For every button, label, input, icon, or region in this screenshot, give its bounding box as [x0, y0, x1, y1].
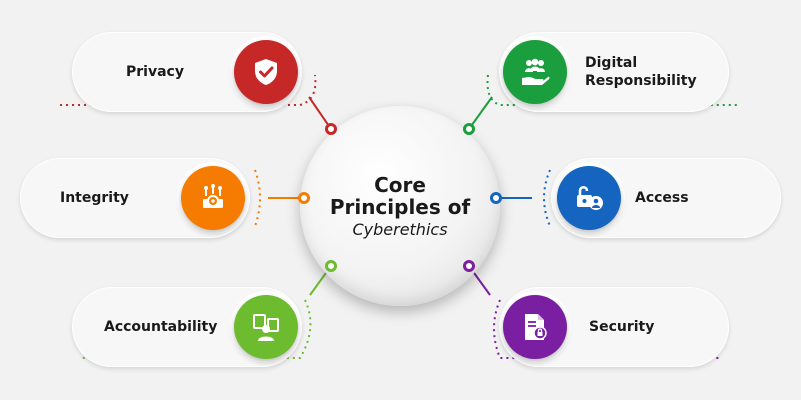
- shield-check-icon: [255, 59, 277, 85]
- digital-responsibility-dot: [463, 123, 475, 135]
- center-title-line1: Core: [374, 172, 426, 197]
- unlock-user-icon: [577, 186, 603, 210]
- security-dot: [463, 260, 475, 272]
- integrity-dot: [298, 192, 310, 204]
- center-circle: Core Principles of Cyberethics: [300, 106, 500, 306]
- person-documents-icon: [253, 314, 279, 341]
- access-dotted-arc: [543, 169, 551, 227]
- center-subtitle: Cyberethics: [352, 219, 448, 239]
- privacy-dotted-arc: [60, 74, 317, 106]
- center-title-line2: Principles of: [329, 194, 471, 219]
- privacy-dot: [325, 123, 337, 135]
- security-badge: [503, 295, 567, 359]
- secure-document-icon: [525, 314, 547, 340]
- privacy-label: Privacy: [126, 63, 184, 80]
- accountability-dot: [325, 260, 337, 272]
- integrity-dotted-arc: [254, 169, 261, 227]
- access-label: Access: [635, 189, 689, 206]
- accountability-badge: [234, 295, 298, 359]
- access-dot: [490, 192, 502, 204]
- integrity-badge: [181, 166, 245, 230]
- group-hand-icon: [522, 58, 550, 85]
- security-label: Security: [589, 318, 655, 335]
- circuit-gear-icon: [203, 184, 223, 208]
- digital-responsibility-label: Digital Responsibility: [585, 54, 697, 89]
- privacy-badge: [234, 40, 298, 104]
- digital-responsibility-badge: [503, 40, 567, 104]
- integrity-label: Integrity: [60, 189, 129, 206]
- access-badge: [557, 166, 621, 230]
- security-dotted-arc: [493, 299, 720, 359]
- accountability-label: Accountability: [104, 318, 218, 335]
- accountability-dotted-arc: [80, 299, 312, 359]
